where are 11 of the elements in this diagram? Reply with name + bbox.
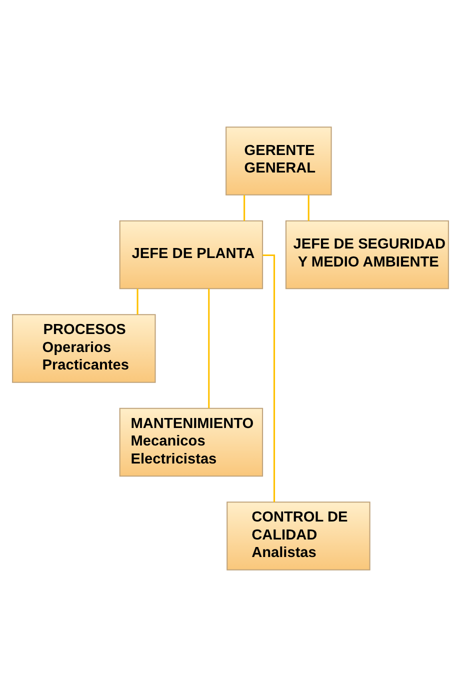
node-box: MANTENIMIENTO Mecanicos Electricistas [119,408,264,477]
node-box: GERENTE GENERAL [226,126,332,196]
node-box: CONTROL DE CALIDAD Analistas [226,502,370,570]
node-box: PROCESOS Operarios Practicantes [12,314,156,383]
connector [308,195,310,221]
connector [244,195,246,221]
connector [262,254,276,502]
connector [136,288,138,315]
node-box: JEFE DE SEGURIDAD Y MEDIO AMBIENTE [285,220,449,290]
connector [208,288,210,408]
node-box: JEFE DE PLANTA [119,220,264,290]
